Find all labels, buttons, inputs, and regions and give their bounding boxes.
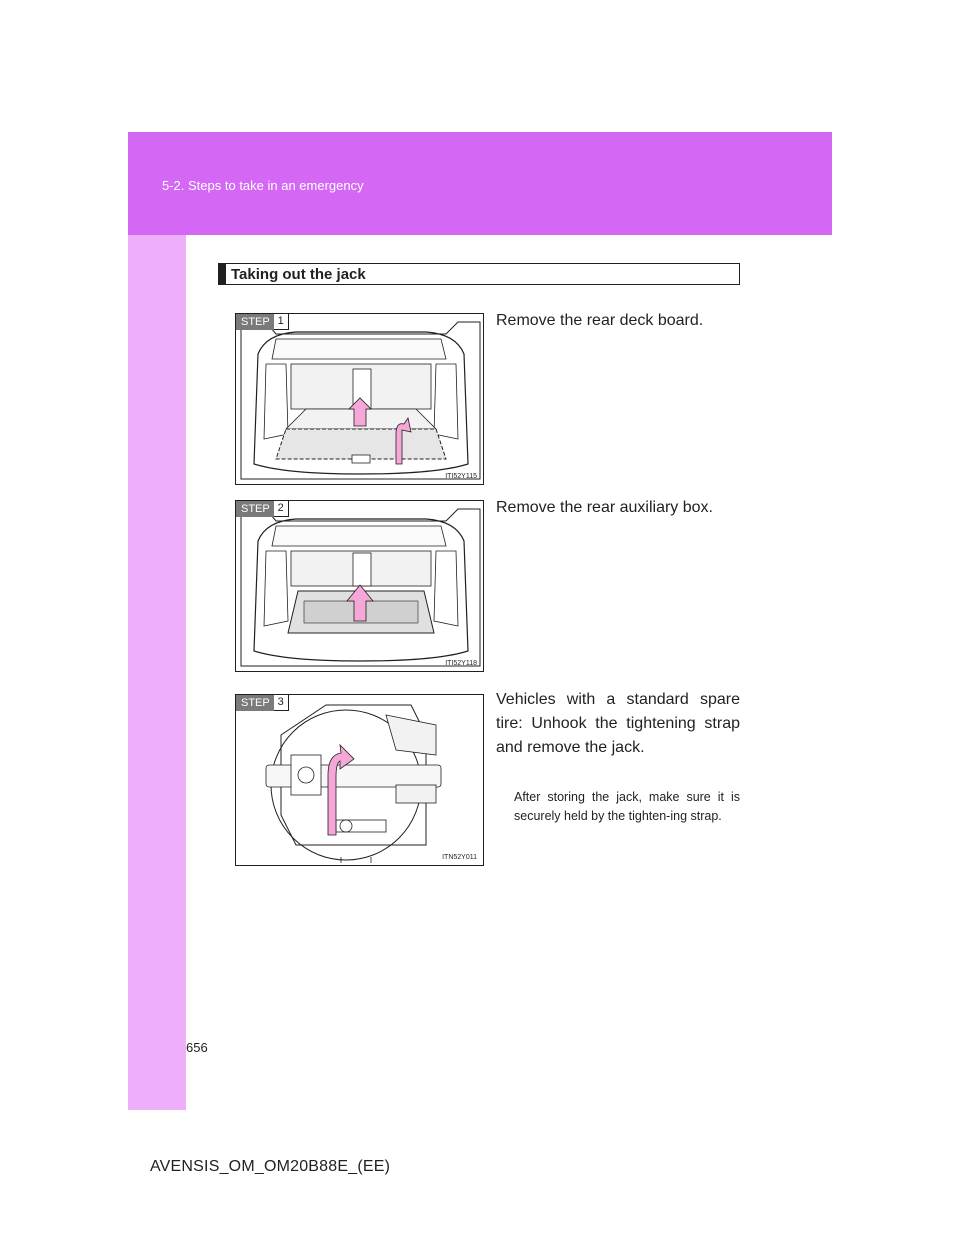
figure-step-2: STEP 2 ITI52Y118 bbox=[235, 500, 484, 672]
figure-code: ITI52Y115 bbox=[445, 473, 477, 480]
figure-code: ITN52Y011 bbox=[442, 854, 477, 861]
luggage-area-deck-board-illustration bbox=[240, 321, 481, 480]
figure-step-1: STEP 1 ITI52Y115 bbox=[235, 313, 484, 485]
subsection-heading: Taking out the jack bbox=[218, 263, 740, 285]
header-band bbox=[128, 132, 832, 235]
step-label: STEP bbox=[236, 314, 274, 330]
section-title: 5-2. Steps to take in an emergency bbox=[162, 178, 364, 193]
step-number: 1 bbox=[273, 314, 289, 330]
document-code: AVENSIS_OM_OM20B88E_(EE) bbox=[150, 1158, 391, 1175]
step-badge: STEP 2 bbox=[236, 501, 289, 517]
step-label: STEP bbox=[236, 695, 274, 711]
step-1-text: Remove the rear deck board. bbox=[496, 312, 704, 329]
step-number: 2 bbox=[273, 501, 289, 517]
step-number: 3 bbox=[273, 695, 289, 711]
side-band bbox=[128, 235, 186, 1110]
step-badge: STEP 1 bbox=[236, 314, 289, 330]
jack-strap-illustration bbox=[265, 704, 442, 863]
figure-step-3: STEP 3 ITN52Y011 bbox=[235, 694, 484, 866]
page-number: 656 bbox=[186, 1040, 208, 1055]
heading-marker bbox=[219, 264, 226, 284]
auxiliary-box-illustration bbox=[240, 508, 481, 667]
step-badge: STEP 3 bbox=[236, 695, 289, 711]
step-3-note: After storing the jack, make sure it is … bbox=[514, 790, 740, 823]
step-3-text: Vehicles with a standard spare tire: Unh… bbox=[496, 691, 740, 756]
step-2-text: Remove the rear auxiliary box. bbox=[496, 499, 713, 516]
heading-text: Taking out the jack bbox=[231, 266, 366, 283]
figure-code: ITI52Y118 bbox=[445, 660, 477, 667]
step-label: STEP bbox=[236, 501, 274, 517]
